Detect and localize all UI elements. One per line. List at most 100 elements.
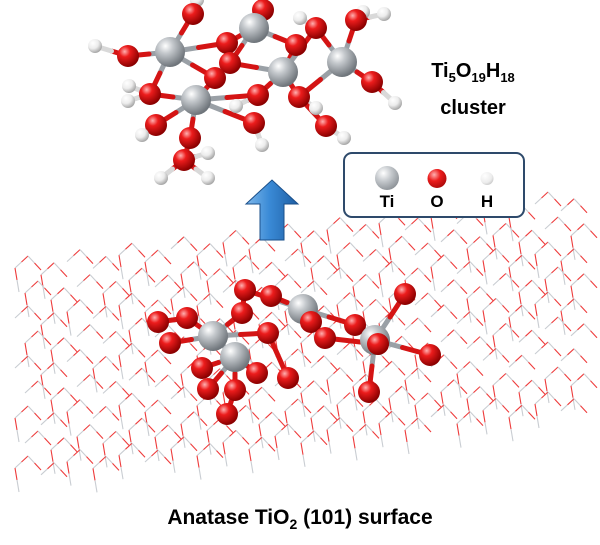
surface-oxygen-atom: [246, 362, 268, 384]
lattice-bond: [473, 286, 481, 294]
lattice-bond: [300, 386, 308, 394]
lattice-bond: [479, 336, 487, 344]
lattice-bond: [437, 304, 445, 312]
lattice-bond: [570, 385, 574, 398]
lattice-bond: [577, 273, 585, 281]
lattice-bond: [430, 310, 438, 318]
surface-oxygen-atom: [277, 367, 299, 389]
lattice-bond: [583, 323, 591, 332]
lattice-bond: [284, 410, 288, 424]
lattice-bond: [50, 399, 54, 412]
lattice-bond: [564, 373, 572, 382]
lattice-bond: [294, 230, 302, 239]
lattice-bond: [258, 424, 262, 437]
lattice-bond: [99, 305, 107, 313]
lattice-bond: [482, 303, 490, 311]
lattice-bond: [534, 397, 542, 405]
lattice-bond: [258, 317, 266, 325]
lattice-bond: [398, 317, 406, 326]
surface-ti-atom: [220, 342, 250, 372]
lattice-bond: [57, 387, 65, 395]
lattice-bond: [343, 392, 351, 400]
surface-oxygen-atom: [159, 332, 181, 354]
lattice-bond: [378, 423, 382, 436]
lattice-bond: [382, 256, 390, 264]
lattice-bond: [47, 412, 55, 420]
lattice-bond: [21, 305, 29, 313]
lattice-bond: [378, 366, 386, 374]
lattice-bond: [304, 405, 312, 414]
lattice-bond: [135, 317, 143, 325]
lattice-bond: [328, 441, 332, 454]
lattice-bond: [486, 293, 494, 301]
lattice-bond: [118, 348, 126, 356]
lattice-bond: [547, 341, 555, 350]
lattice-bond: [294, 280, 302, 289]
lattice-bond: [27, 255, 35, 264]
lattice-bond: [40, 318, 48, 326]
lattice-bond: [544, 322, 552, 330]
lattice-bond: [76, 380, 84, 388]
lattice-bond: [369, 298, 377, 306]
lattice-bond: [304, 255, 312, 264]
lattice-bond: [63, 337, 71, 346]
lattice-bond: [40, 268, 48, 276]
lattice-bond: [359, 223, 367, 231]
lattice-bond: [44, 337, 52, 346]
lattice-bond: [60, 419, 68, 428]
lattice-bond: [170, 448, 174, 461]
lattice-bond: [120, 317, 124, 330]
lattice-bond: [138, 249, 146, 258]
lattice-bond: [330, 262, 338, 271]
lattice-bond: [265, 261, 273, 269]
lattice-bond: [411, 267, 419, 275]
lattice-bond: [24, 436, 32, 444]
lattice-bond: [291, 398, 299, 406]
lattice-bond: [144, 305, 152, 313]
lattice-bond: [209, 443, 217, 451]
lattice-bond: [570, 235, 574, 248]
lattice-bond: [154, 436, 158, 450]
lattice-bond: [146, 423, 150, 437]
ti5o19h18-cluster-atoms: [88, 0, 402, 185]
lattice-bond: [196, 349, 204, 357]
lattice-bond: [239, 254, 247, 262]
lattice-bond: [183, 386, 191, 395]
lattice-bond: [518, 242, 522, 255]
lattice-bond: [131, 442, 139, 451]
lattice-bond: [125, 242, 133, 250]
lattice-bond: [528, 311, 536, 320]
lattice-bond: [118, 305, 122, 318]
lattice-bond: [34, 262, 42, 271]
lattice-bond: [284, 310, 288, 324]
lattice-bond: [34, 412, 42, 421]
lattice-bond: [427, 392, 435, 401]
lattice-bond: [83, 274, 91, 282]
lattice-bond: [50, 393, 58, 401]
lattice-bond: [167, 274, 175, 283]
lattice-bond: [567, 298, 575, 306]
lattice-bond: [144, 255, 152, 263]
lattice-bond: [326, 229, 330, 242]
lattice-bond: [518, 292, 522, 305]
lattice-bond: [320, 437, 328, 446]
lattice-bond: [177, 286, 185, 294]
lattice-bond: [414, 398, 422, 406]
lattice-bond: [297, 248, 305, 257]
lattice-bond: [183, 236, 191, 245]
lattice-bond: [388, 248, 392, 261]
lattice-bond: [206, 274, 214, 282]
lattice-bond: [66, 255, 74, 263]
lattice-bond: [562, 322, 566, 335]
lattice-bond: [495, 298, 503, 306]
lattice-bond: [144, 405, 152, 413]
lattice-bond: [551, 316, 559, 324]
lattice-bond: [109, 330, 117, 338]
lattice-bond: [577, 323, 585, 331]
lattice-bond: [307, 280, 315, 288]
surface-oxygen-atom: [394, 283, 416, 305]
lattice-bond: [547, 191, 555, 200]
lattice-bond: [222, 285, 230, 293]
lattice-bond: [486, 243, 494, 251]
lattice-bond: [534, 247, 542, 255]
